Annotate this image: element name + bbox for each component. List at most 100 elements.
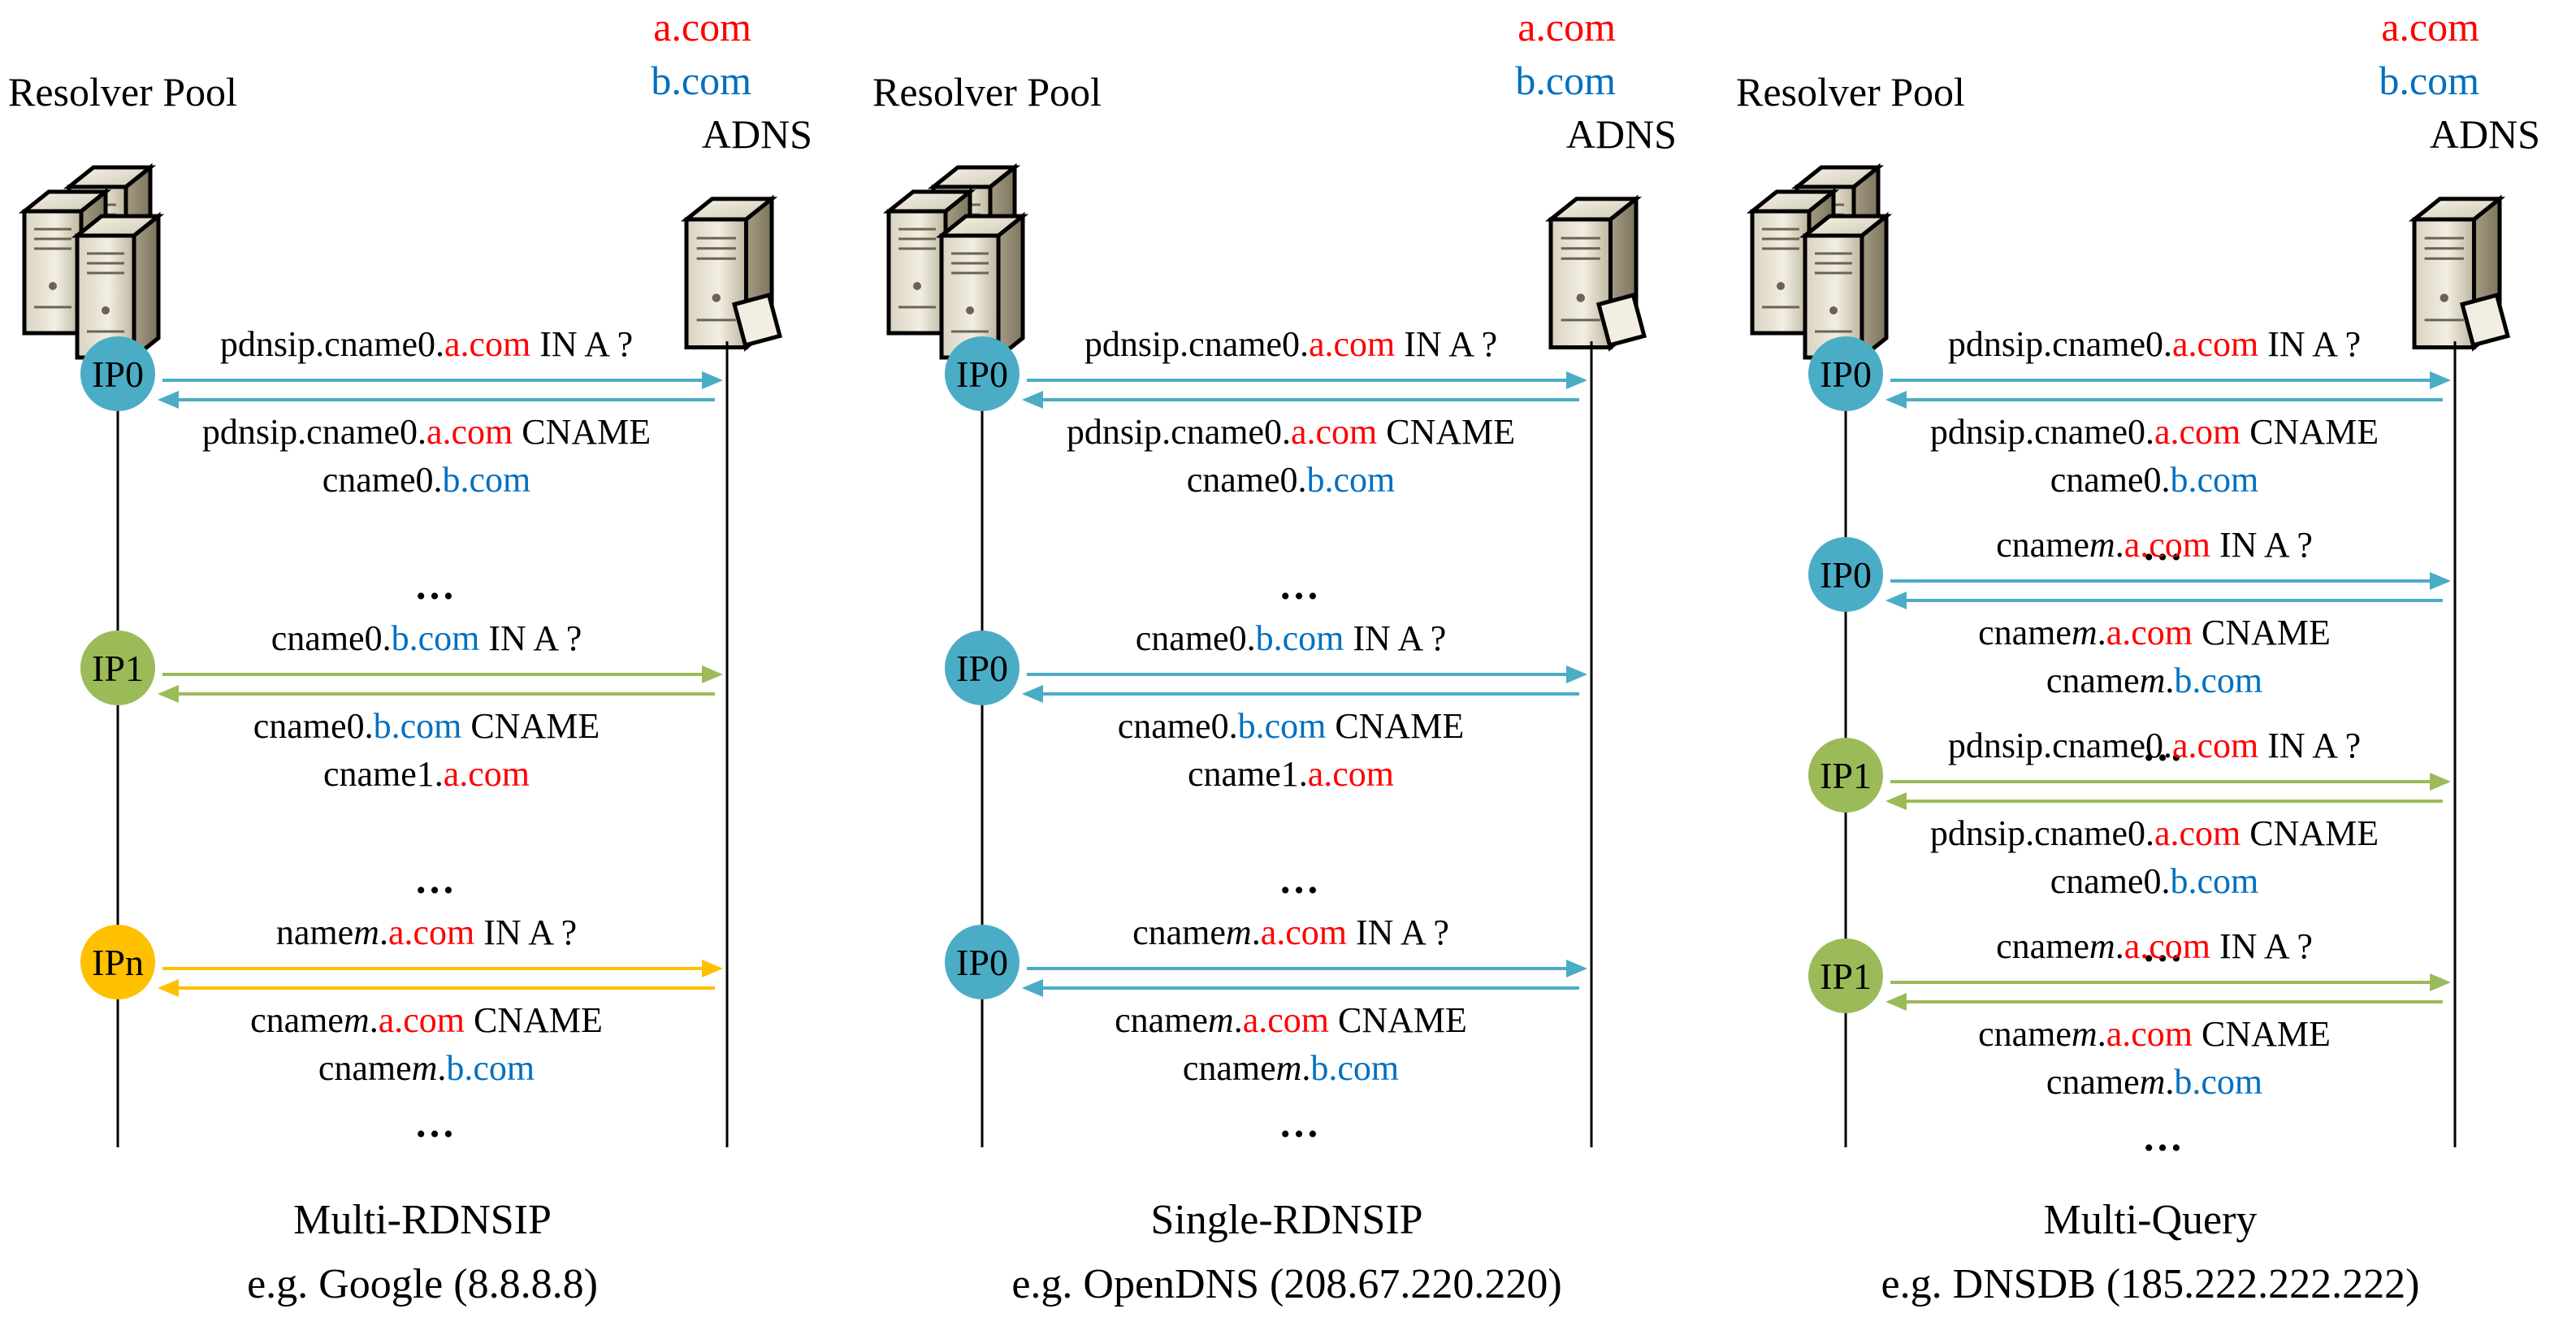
response-target-text: cname0.b.com [2050,861,2259,901]
resolver-ip-circle [945,631,1020,705]
query-text: cnamem.a.com IN A ? [1996,926,2313,966]
query-text: cnamem.a.com IN A ? [1996,525,2313,565]
response-text: pdnsip.cname0.a.com CNAME [202,412,651,452]
resolver-ip-label: IP0 [956,648,1008,689]
query-text: pdnsip.cname0.a.com IN A ? [220,324,633,364]
mode-caption: Multi-Query [2044,1197,2258,1243]
adns-domain-b: b.com [1515,58,1616,103]
response-target-text: cnamem.b.com [2046,661,2262,700]
query-text: cnamem.a.com IN A ? [1132,912,1449,952]
ellipsis: … [2142,724,2183,769]
resolver-ip-label: IP0 [1820,353,1872,395]
arrowhead-icon [1022,685,1043,703]
query-step: … IP0 cnamem.a.com IN A ? cnamem.a.com CNAM… [945,856,1587,1088]
arrowhead-icon [2430,773,2451,791]
resolver-ip-label: IPn [92,942,144,983]
resolver-ip-circle [80,631,155,705]
ellipsis: … [1279,1100,1319,1146]
adns-server-icon [1544,194,1647,352]
response-target-text: cnamem.b.com [2046,1062,2262,1102]
resolver-ip-circle [80,925,155,999]
adns-domain-b: b.com [651,58,751,103]
adns-domain-a: a.com [2381,4,2479,50]
response-text: cnamem.a.com CNAME [1978,1014,2331,1054]
response-target-text: cname1.a.com [1188,754,1394,794]
resolver-ip-label: IP1 [1820,755,1872,796]
arrowhead-icon [1566,371,1587,389]
adns-label: ADNS [1566,111,1677,157]
response-text: cname0.b.com CNAME [1118,706,1464,746]
arrowhead-icon [702,960,723,977]
arrowhead-icon [158,391,179,409]
ellipsis: … [2142,523,2183,569]
resolver-ip-label: IP0 [92,353,144,395]
ellipsis: … [2142,1114,2183,1159]
response-text: pdnsip.cname0.a.com CNAME [1067,412,1515,452]
response-text: cnamem.a.com CNAME [1978,613,2331,652]
query-step: … IP1 pdnsip.cname0.a.com IN A ? pdnsip.cna… [1808,724,2451,901]
adns-server-icon [2408,194,2511,352]
adns-label: ADNS [2430,111,2540,157]
resolver-pool-server-icon [1746,163,1893,362]
arrowhead-icon [158,979,179,997]
arrowhead-icon [2430,973,2451,991]
arrowhead-icon [2430,572,2451,590]
resolver-ip-circle [80,336,155,411]
arrowhead-icon [702,665,723,683]
panel-1: Resolver Poola.comb.comADNSIP0pdnsip.cna… [8,4,812,1307]
resolver-pool-label: Resolver Pool [1736,69,1965,115]
query-text: namem.a.com IN A ? [276,912,577,952]
query-text: cname0.b.com IN A ? [271,618,582,658]
response-target-text: cnamem.b.com [1183,1048,1399,1088]
query-step: IP0 pdnsip.cname0.a.com IN A ? pdnsip.cnam… [80,324,723,500]
ellipsis: … [414,562,455,608]
arrowhead-icon [1022,979,1043,997]
query-text: pdnsip.cname0.a.com IN A ? [1948,324,2361,364]
resolver-ip-circle [945,925,1020,999]
resolver-pool-server-icon [18,163,165,362]
query-step: IP0 pdnsip.cname0.a.com IN A ? pdnsip.cnam… [1808,324,2451,500]
resolver-pool-label: Resolver Pool [8,69,237,115]
response-text: cname0.b.com CNAME [253,706,600,746]
response-text: cnamem.a.com CNAME [1115,1000,1467,1040]
arrowhead-icon [1885,592,1907,609]
mode-caption: Single-RDNSIP [1150,1197,1422,1243]
ellipsis: … [414,856,455,902]
ellipsis: … [414,1100,455,1146]
resolver-ip-label: IP0 [1820,554,1872,596]
response-target-text: cname0.b.com [323,460,531,500]
query-text: pdnsip.cname0.a.com IN A ? [1948,726,2361,765]
ellipsis: … [1279,856,1319,902]
response-text: pdnsip.cname0.a.com CNAME [1930,813,2379,853]
resolver-ip-circle [1808,938,1883,1013]
query-step: … IPn namem.a.com IN A ? cnamem.a.com CNAME… [80,856,723,1088]
adns-server-icon [680,194,783,352]
panel-3: Resolver Poola.comb.comADNSIP0pdnsip.cna… [1736,4,2540,1307]
query-text: pdnsip.cname0.a.com IN A ? [1085,324,1497,364]
resolver-ip-label: IP0 [956,942,1008,983]
arrowhead-icon [1022,391,1043,409]
response-target-text: cname1.a.com [323,754,530,794]
mode-example: e.g. DNSDB (185.222.222.222) [1881,1261,2420,1307]
adns-domain-a: a.com [1517,4,1616,50]
arrowhead-icon [1566,665,1587,683]
query-step: … IP0 cnamem.a.com IN A ? cnamem.a.com CNAM… [1808,523,2451,700]
response-text: cnamem.a.com CNAME [250,1000,603,1040]
ellipsis: … [1279,562,1319,608]
resolver-ip-circle [1808,336,1883,411]
arrowhead-icon [1885,993,1907,1011]
response-target-text: cname0.b.com [1187,460,1396,500]
response-text: pdnsip.cname0.a.com CNAME [1930,412,2379,452]
mode-caption: Multi-RDNSIP [293,1197,552,1243]
arrowhead-icon [702,371,723,389]
response-target-text: cnamem.b.com [318,1048,535,1088]
mode-example: e.g. OpenDNS (208.67.220.220) [1011,1261,1561,1307]
resolver-ip-label: IP1 [1820,956,1872,997]
resolver-pool-server-icon [882,163,1029,362]
resolver-ip-circle [945,336,1020,411]
query-text: cname0.b.com IN A ? [1136,618,1446,658]
